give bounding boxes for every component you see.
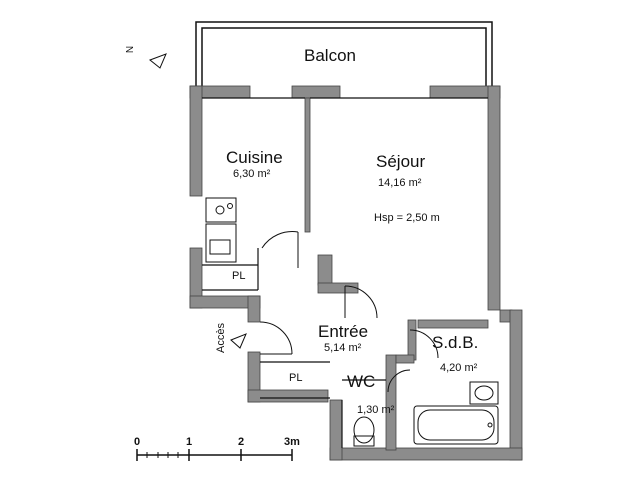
bathroom-area: 4,20 m²: [440, 362, 478, 374]
bathroom-name: S.d.B.: [432, 333, 479, 352]
door-swings: [259, 231, 439, 393]
entry-area: 5,14 m²: [324, 342, 362, 354]
north-label: N: [125, 45, 137, 54]
entry-name: Entrée: [318, 322, 369, 341]
living-name: Séjour: [376, 152, 426, 171]
ceiling-height: Hsp = 2,50 m: [374, 212, 440, 224]
entrance-label: Accès: [214, 323, 227, 353]
bathroom-fixtures: [353, 381, 499, 447]
scale-tick-3: 3m: [284, 436, 300, 448]
entrance-arrow-icon: [230, 333, 247, 349]
interior-lines: [202, 97, 488, 448]
wc-name: WC: [347, 372, 376, 391]
kitchen-area: 6,30 m²: [233, 168, 271, 180]
walls: [189, 85, 523, 461]
closet-entry-label: PL: [289, 372, 303, 384]
north-arrow-icon: [149, 53, 167, 69]
kitchen-fixtures: [205, 197, 237, 263]
balcony-label: Balcon: [304, 46, 356, 65]
kitchen-name: Cuisine: [226, 148, 283, 167]
living-area: 14,16 m²: [378, 177, 422, 189]
balcony-outline: [195, 21, 493, 86]
scale-bar: [136, 449, 293, 461]
scale-tick-1: 1: [186, 436, 193, 448]
scale-tick-2: 2: [238, 436, 245, 448]
closet-kitchen-label: PL: [232, 270, 246, 282]
scale-tick-0: 0: [134, 436, 141, 448]
wc-area: 1,30 m²: [357, 404, 395, 416]
